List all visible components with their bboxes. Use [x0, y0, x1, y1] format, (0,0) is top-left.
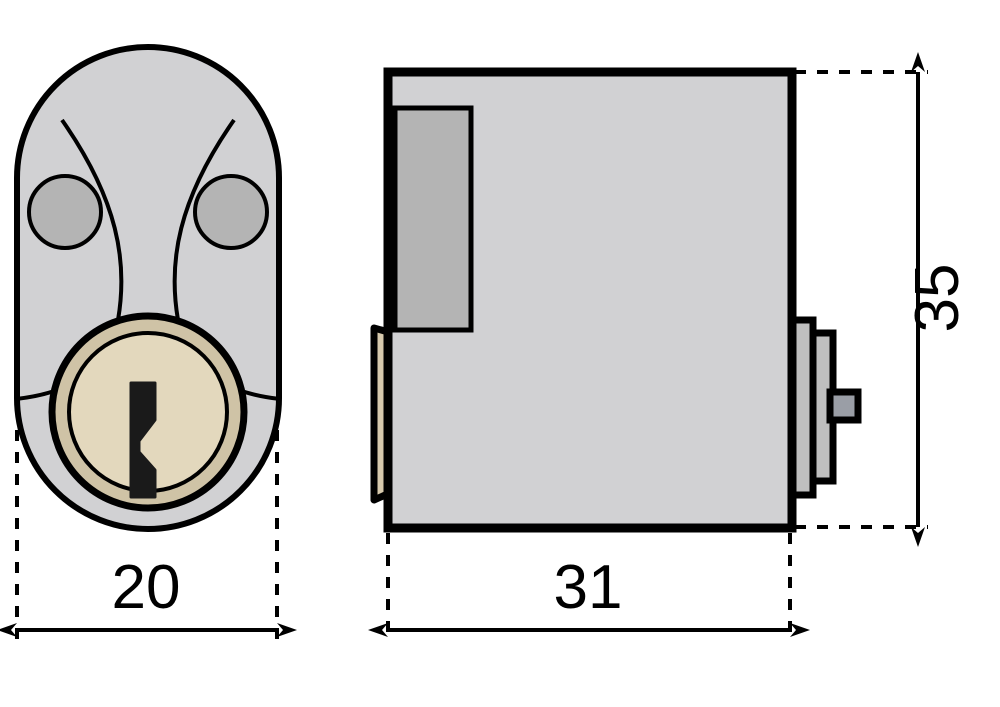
side-cam-tab — [826, 388, 862, 424]
width-dimension-label: 20 — [112, 553, 181, 622]
length-dimension: 31 — [368, 533, 810, 640]
side-inner-plate — [392, 105, 474, 333]
height-dimension: 35 — [795, 52, 972, 547]
front-screw-hole-right — [193, 174, 269, 250]
front-keyway-slot — [129, 381, 157, 499]
side-view — [370, 67, 862, 533]
length-dimension-label: 31 — [554, 553, 623, 622]
front-screw-hole-left — [27, 174, 103, 250]
front-view — [14, 44, 282, 532]
width-dimension: 20 — [0, 430, 297, 640]
height-dimension-label: 35 — [903, 264, 972, 333]
